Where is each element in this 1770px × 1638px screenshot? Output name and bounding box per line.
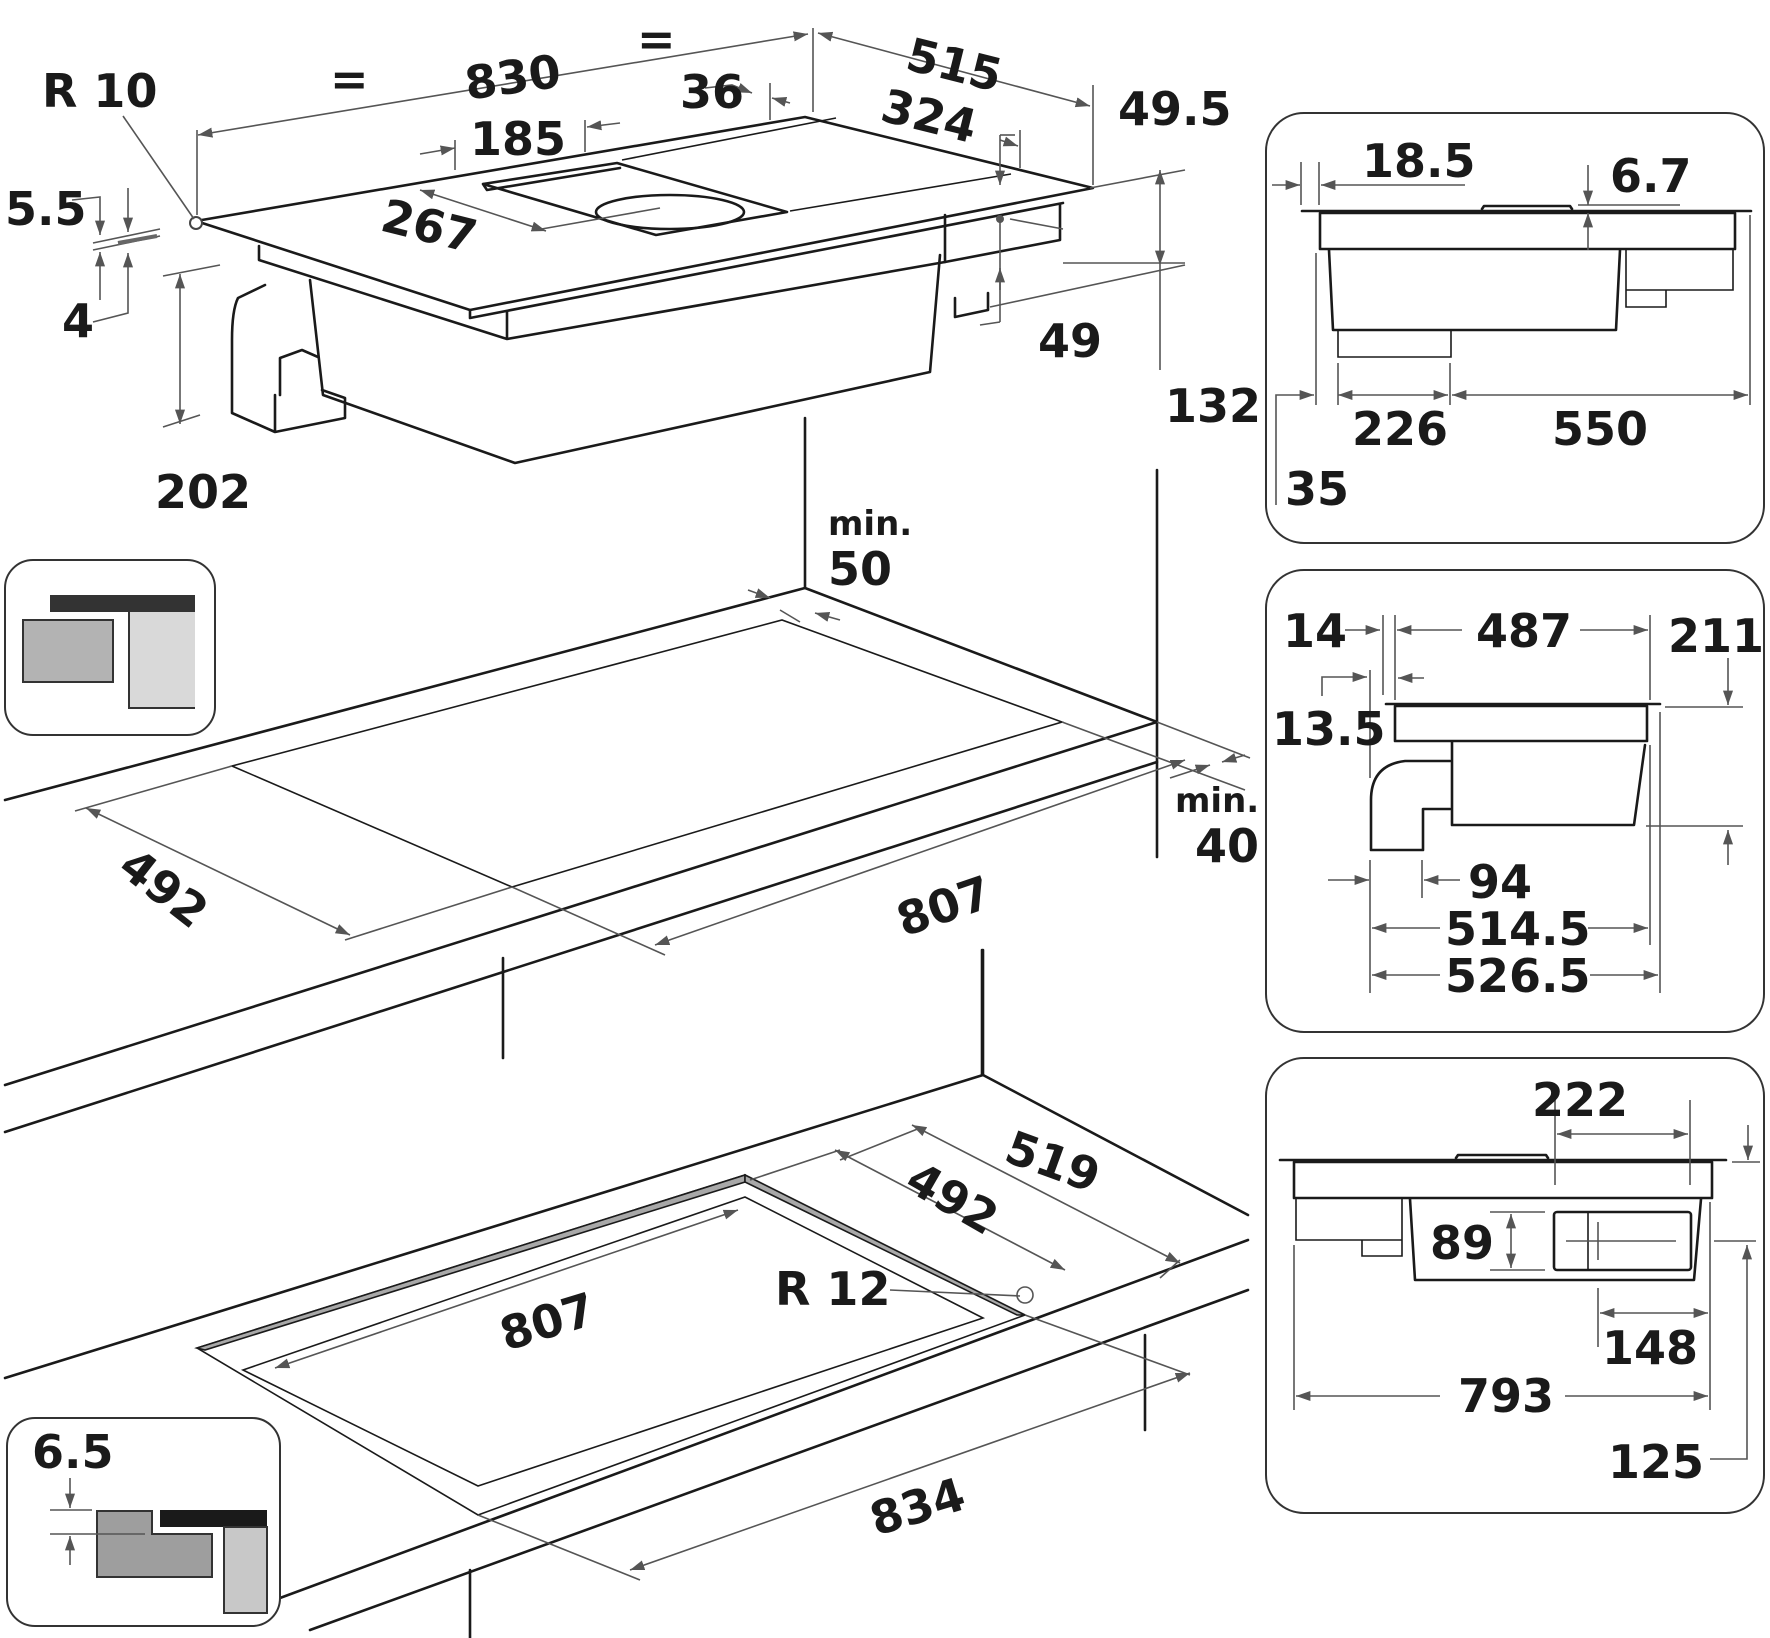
hob-frame-right — [943, 203, 1062, 264]
hob-right-block — [953, 291, 990, 319]
label-94: 94 — [1468, 855, 1532, 909]
label-13-5: 13.5 — [1272, 702, 1386, 756]
label-49-5: 49.5 — [1118, 82, 1232, 136]
side-view-panel-3: 222 89 148 793 125 — [1265, 1057, 1765, 1514]
label-125: 125 — [1608, 1435, 1704, 1489]
label-r12: R 12 — [775, 1262, 890, 1316]
label-148: 148 — [1602, 1321, 1698, 1375]
label-807-recessed: 807 — [494, 1282, 602, 1362]
label-132: 132 — [1165, 379, 1261, 433]
label-6-7: 6.7 — [1610, 149, 1692, 203]
label-202: 202 — [155, 465, 251, 519]
label-830: 830 — [461, 44, 564, 111]
label-equal-left: = — [330, 52, 369, 106]
label-526-5: 526.5 — [1445, 949, 1591, 1003]
label-14: 14 — [1283, 604, 1347, 658]
label-49: 49 — [1038, 314, 1102, 368]
hob-isometric-view: R 10 = 830 = 515 36 185 324 267 5.5 4 49… — [5, 12, 1261, 519]
label-793: 793 — [1458, 1369, 1554, 1423]
label-834: 834 — [864, 1467, 972, 1547]
label-550: 550 — [1552, 402, 1648, 456]
side-view-panel-2: 14 487 211 13.5 94 514.5 526.5 — [1265, 569, 1765, 1033]
label-89: 89 — [1430, 1216, 1494, 1270]
label-226: 226 — [1352, 402, 1448, 456]
inset-flush-profile — [4, 559, 216, 736]
r10-corner-marker — [189, 216, 203, 230]
label-35: 35 — [1285, 462, 1349, 516]
label-4: 4 — [62, 294, 94, 348]
label-514-5: 514.5 — [1445, 902, 1591, 956]
label-equal-right: = — [637, 12, 676, 66]
label-min-40-caption: min. — [1175, 781, 1259, 821]
hob-duct — [230, 283, 347, 434]
label-211: 211 — [1668, 609, 1764, 663]
label-5-5: 5.5 — [5, 182, 87, 236]
hob-lower-box — [308, 253, 942, 465]
label-6-5: 6.5 — [32, 1425, 114, 1479]
label-807-flush: 807 — [890, 865, 998, 947]
label-222: 222 — [1532, 1073, 1628, 1127]
label-min-50-value: 50 — [828, 542, 892, 596]
label-36: 36 — [680, 65, 744, 119]
vent-circle — [594, 193, 746, 231]
flush-installation-view: min. 50 min. 40 492 807 — [3, 416, 1259, 1134]
label-492-flush: 492 — [109, 837, 218, 939]
label-r10: R 10 — [42, 64, 157, 118]
inset-recessed-profile: 6.5 — [6, 1417, 281, 1627]
label-267: 267 — [376, 188, 482, 264]
label-185: 185 — [470, 112, 566, 166]
hob-glass-edge — [468, 201, 1065, 320]
side-view-panel-1: 18.5 6.7 35 226 550 — [1265, 112, 1765, 544]
hob-frame — [257, 213, 947, 341]
label-487: 487 — [1476, 604, 1572, 658]
vent-flap — [481, 161, 789, 237]
label-min-40-value: 40 — [1195, 819, 1259, 873]
label-min-50-caption: min. — [828, 504, 912, 544]
label-18-5: 18.5 — [1362, 134, 1476, 188]
